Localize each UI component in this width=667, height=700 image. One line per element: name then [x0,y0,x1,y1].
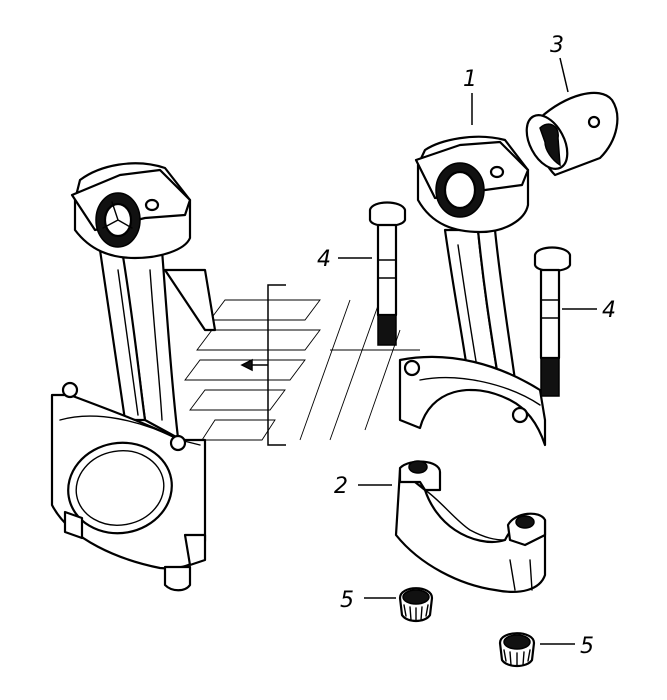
assembly-bracket [240,284,286,446]
callout-4a: 4 [317,247,331,272]
nut-lower [498,632,536,668]
callout-4b: 4 [602,298,616,323]
nut-upper [398,587,434,623]
callout-1: 1 [463,67,477,92]
watermark-logo [184,299,420,441]
callout-5a: 5 [340,588,354,613]
callout-5b: 5 [580,634,594,659]
assembled-connecting-rod [50,162,217,592]
connecting-rod [398,135,547,447]
small-end-bushing [525,91,619,177]
bearing-cap [394,460,547,593]
connecting-rod-bolt-left [368,201,407,346]
connecting-rod-bolt-right [533,246,572,397]
callout-3: 3 [550,33,564,58]
callout-2: 2 [334,474,348,499]
leader-lines [338,57,597,645]
